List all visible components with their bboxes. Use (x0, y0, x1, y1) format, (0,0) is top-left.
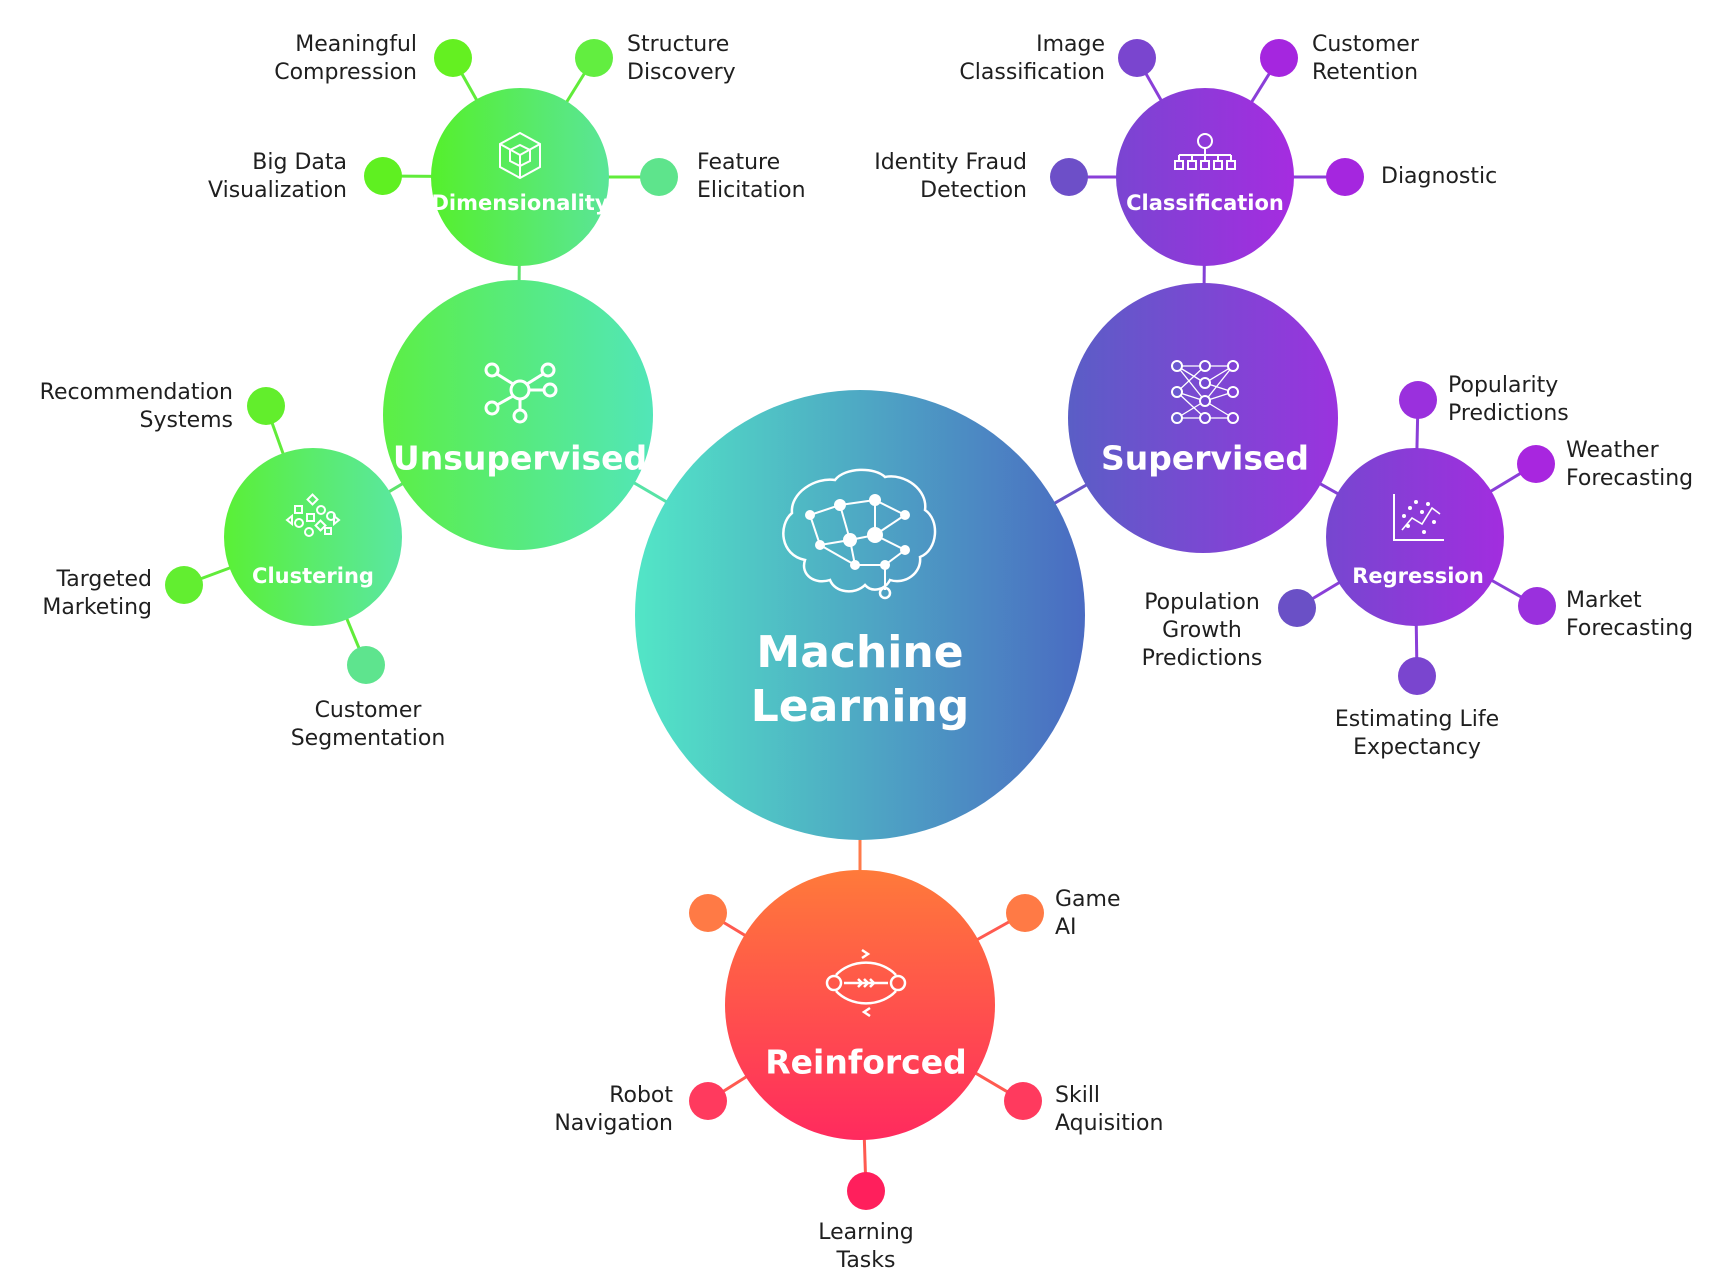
dimensionality-label: Dimensionality (431, 191, 609, 215)
leaf-image-classification: Image Classification (959, 32, 1105, 85)
dot-population-growth-predictions (1278, 589, 1316, 627)
clustering-bubble (224, 448, 402, 626)
dot-learning-tasks (847, 1172, 885, 1210)
unsupervised-bubble (383, 280, 653, 550)
dot-image-classification (1118, 39, 1156, 77)
leaf-robot-navigation: Robot Navigation (554, 1083, 673, 1136)
dot-estimating-life-expectancy (1398, 657, 1436, 695)
classification-label: Classification (1126, 191, 1284, 215)
center-label: Machine Learning (751, 626, 970, 734)
leaf-popularity-predictions: Popularity Predictions (1448, 373, 1569, 426)
dot-game-ai (1006, 894, 1044, 932)
dot-customer-segmentation (347, 646, 385, 684)
supervised-label: Supervised (1100, 438, 1310, 478)
dot-unlabeled-reinforced (689, 894, 727, 932)
dot-market-forecasting (1518, 587, 1556, 625)
unsupervised-label: Unsupervised (392, 438, 648, 478)
center-label-line1: Machine (756, 627, 964, 678)
classification-bubble (1116, 88, 1294, 266)
leaf-estimating-life-expectancy: Estimating Life Expectancy (1334, 707, 1500, 760)
reinforced-bubble (725, 870, 995, 1140)
center-bubble (635, 390, 1085, 840)
leaf-population-growth-predictions: Population Growth Predictions (1141, 590, 1263, 671)
leaf-structure-discovery: Structure Discovery (627, 32, 736, 85)
leaf-feature-elicitation: Feature Elicitation (697, 150, 806, 203)
hierarchy-icon (1174, 133, 1236, 170)
leaf-game-ai: Game AI (1055, 887, 1121, 940)
dot-skill-acquisition (1004, 1082, 1042, 1120)
dot-structure-discovery (575, 39, 613, 77)
leaf-big-data-visualization: Big Data Visualization (208, 150, 347, 203)
feedback-loop-icon (825, 948, 907, 1018)
leaf-market-forecasting: Market Forecasting (1566, 588, 1694, 641)
dot-identity-fraud-detection (1050, 158, 1088, 196)
dot-recommendation-systems (247, 387, 285, 425)
cube-icon (499, 131, 541, 180)
scatter-plot-icon (1393, 494, 1444, 541)
neural-network-icon (1171, 360, 1239, 424)
leaf-meaningful-compression: Meaningful Compression (274, 32, 417, 85)
dot-big-data-visualization (364, 157, 402, 195)
center-label-line2: Learning (750, 681, 970, 732)
dot-feature-elicitation (640, 158, 678, 196)
dot-customer-retention (1260, 39, 1298, 77)
clusters-icon (285, 493, 341, 537)
leaf-learning-tasks: Learning Tasks (818, 1220, 914, 1273)
molecule-network-icon (484, 362, 558, 424)
dot-weather-forecasting (1517, 445, 1555, 483)
reinforced-label: Reinforced (765, 1042, 967, 1082)
brain-network-icon (782, 468, 937, 600)
dot-diagnostic (1326, 158, 1364, 196)
dot-meaningful-compression (434, 39, 472, 77)
dot-targeted-marketing (165, 566, 203, 604)
leaf-recommendation-systems: Recommendation Systems (39, 380, 233, 433)
leaf-weather-forecasting: Weather Forecasting (1566, 438, 1694, 491)
regression-bubble (1326, 448, 1504, 626)
leaf-diagnostic: Diagnostic (1381, 164, 1498, 189)
regression-label: Regression (1352, 564, 1484, 588)
leaf-skill-acquisition: Skill Aquisition (1055, 1083, 1164, 1136)
dot-robot-navigation (689, 1082, 727, 1120)
dot-popularity-predictions (1399, 381, 1437, 419)
clustering-label: Clustering (252, 564, 374, 588)
leaf-targeted-marketing: Targeted Marketing (42, 567, 152, 620)
leaf-identity-fraud-detection: Identity Fraud Detection (874, 150, 1027, 203)
leaf-dots (165, 39, 1556, 1210)
bubbles (224, 88, 1504, 1140)
leaf-customer-segmentation: Customer Segmentation (290, 698, 446, 751)
leaf-customer-retention: Customer Retention (1312, 32, 1419, 85)
